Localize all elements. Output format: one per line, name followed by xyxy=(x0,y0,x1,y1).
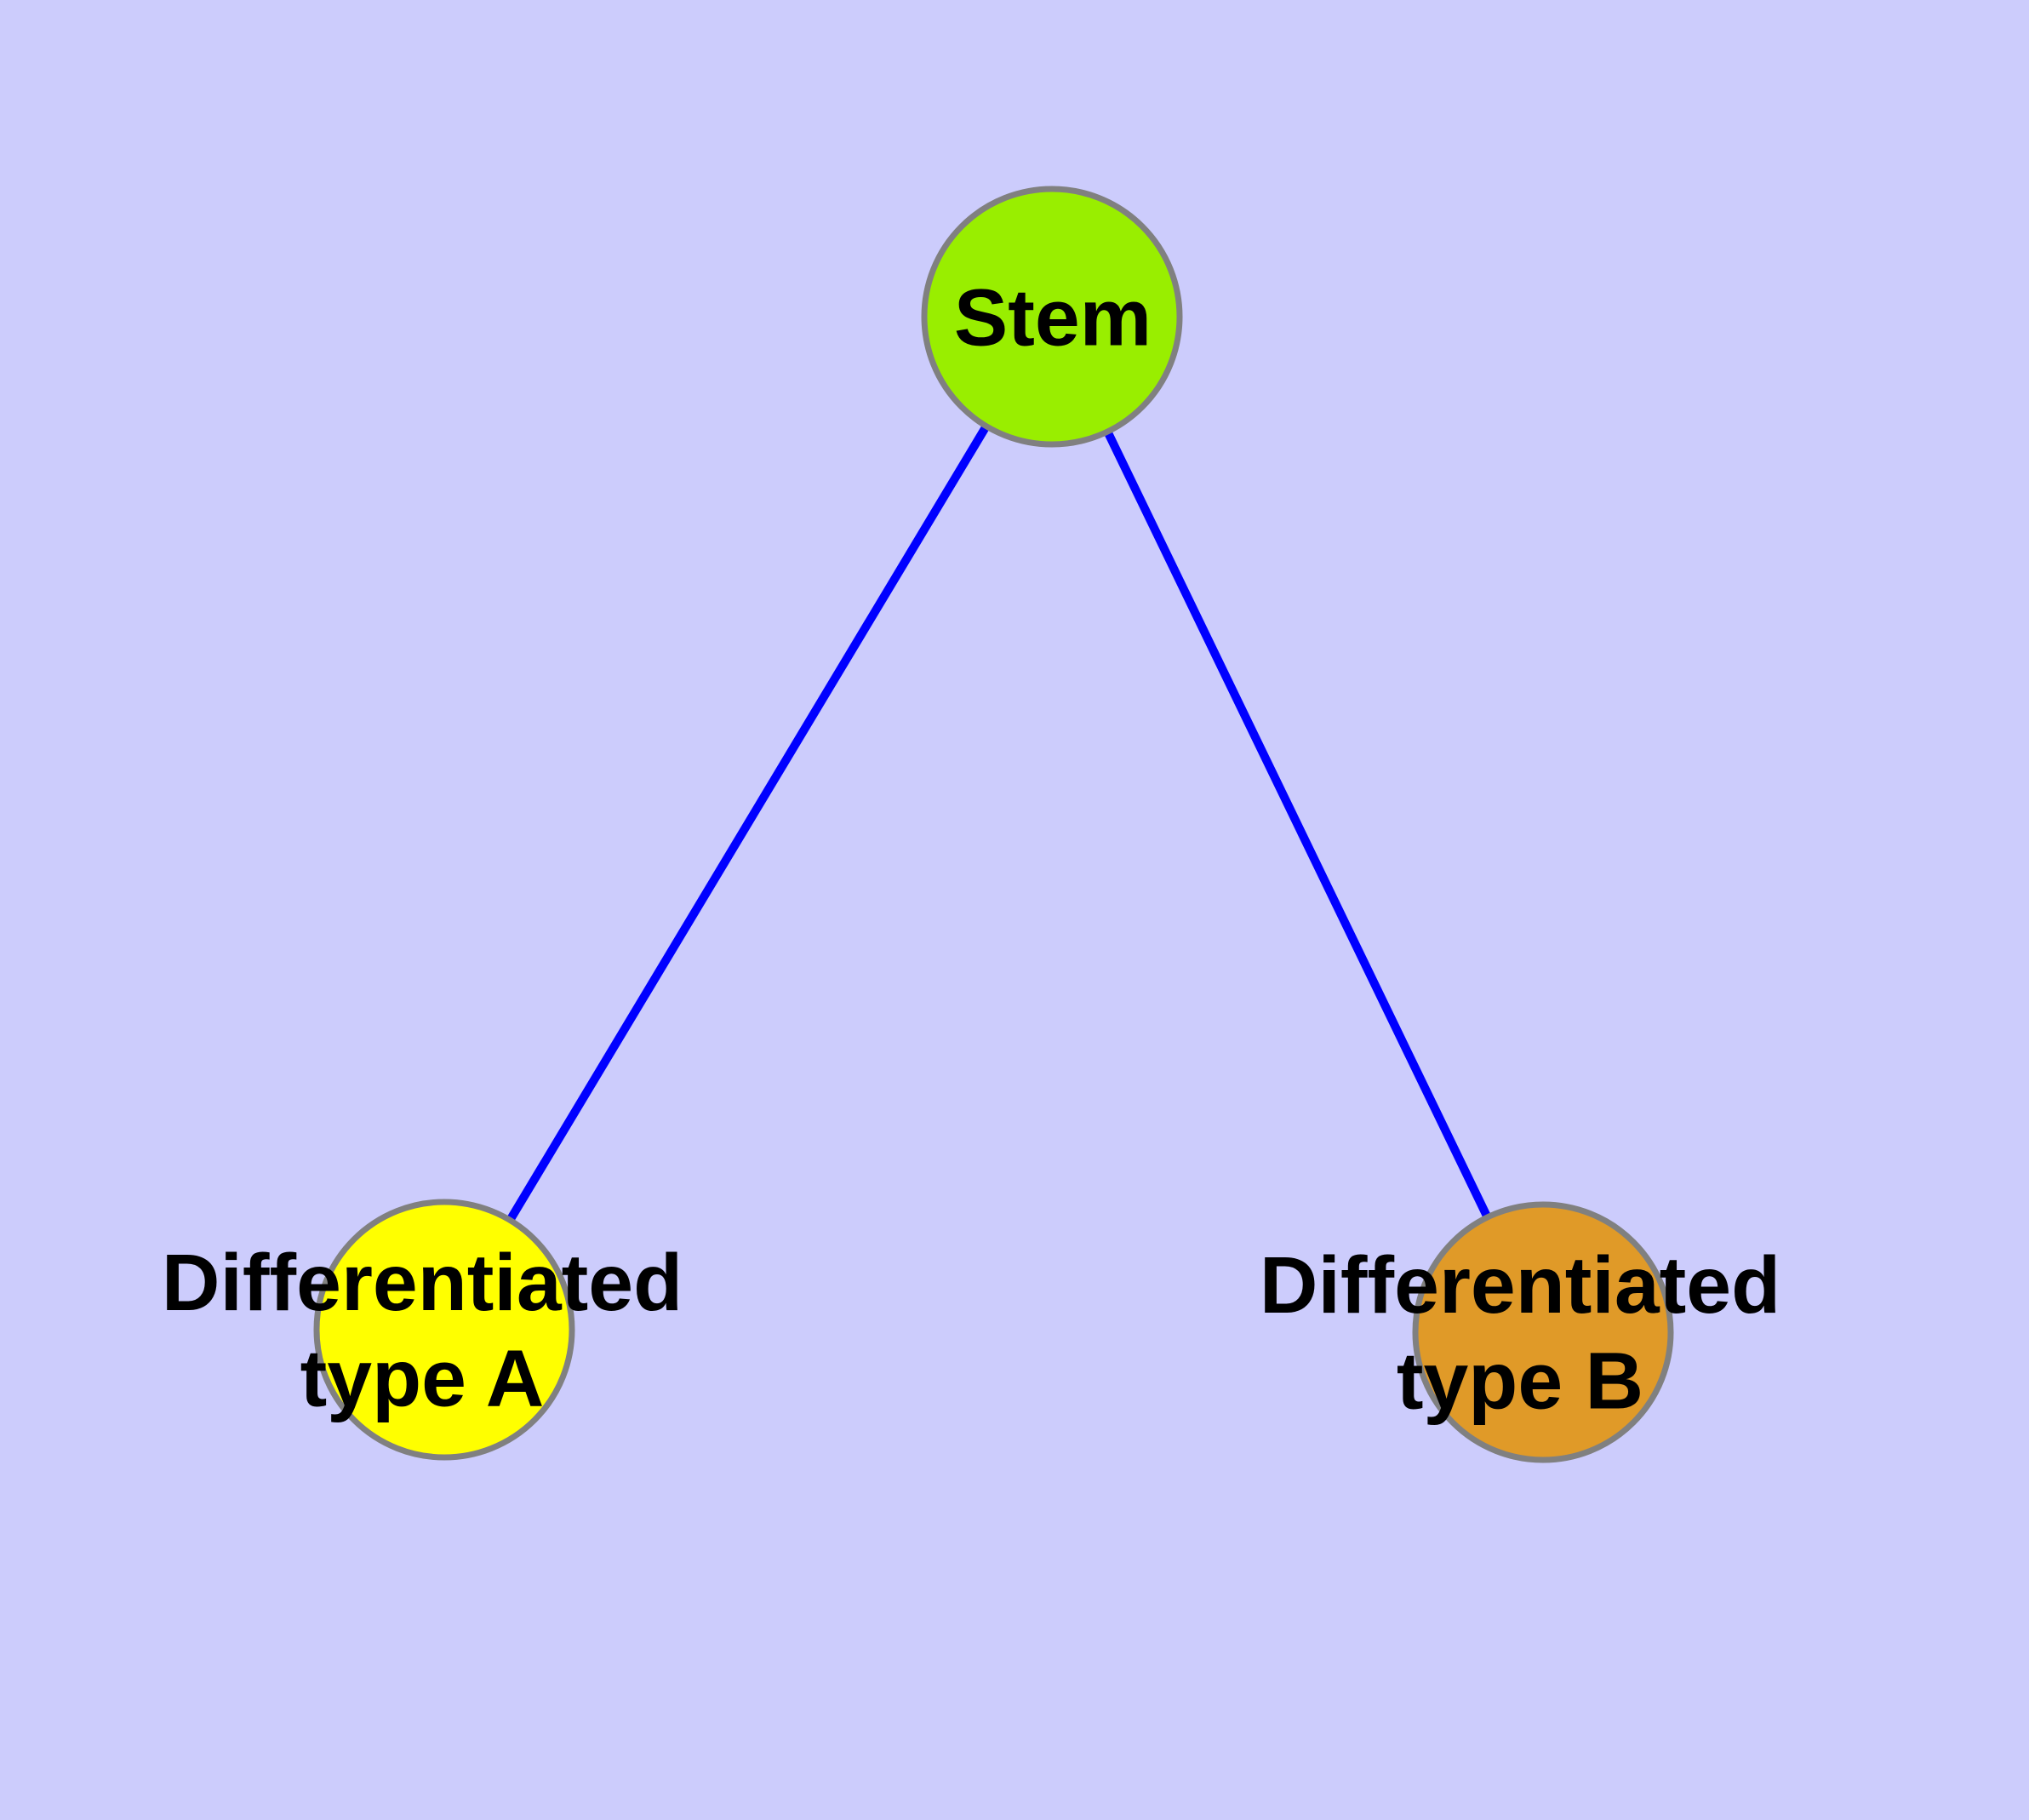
edge-stem-to-diff-a[interactable] xyxy=(440,314,1056,1332)
node-diff-b[interactable] xyxy=(1412,1201,1674,1463)
node-label-line: type A xyxy=(300,1333,545,1423)
node-diff-a[interactable] xyxy=(313,1199,575,1461)
node-label-line: type B xyxy=(1397,1336,1643,1426)
node-label-line: Differentiated xyxy=(162,1238,683,1328)
nodes-layer xyxy=(313,186,1674,1463)
node-stem[interactable] xyxy=(921,186,1183,448)
node-label-line: Stem xyxy=(954,272,1152,363)
node-label-line: Differentiated xyxy=(1260,1240,1780,1331)
edge-stem-to-diff-b[interactable] xyxy=(1048,314,1547,1335)
edges-layer xyxy=(440,314,1547,1335)
node-label-stem: Stem xyxy=(954,272,1152,363)
